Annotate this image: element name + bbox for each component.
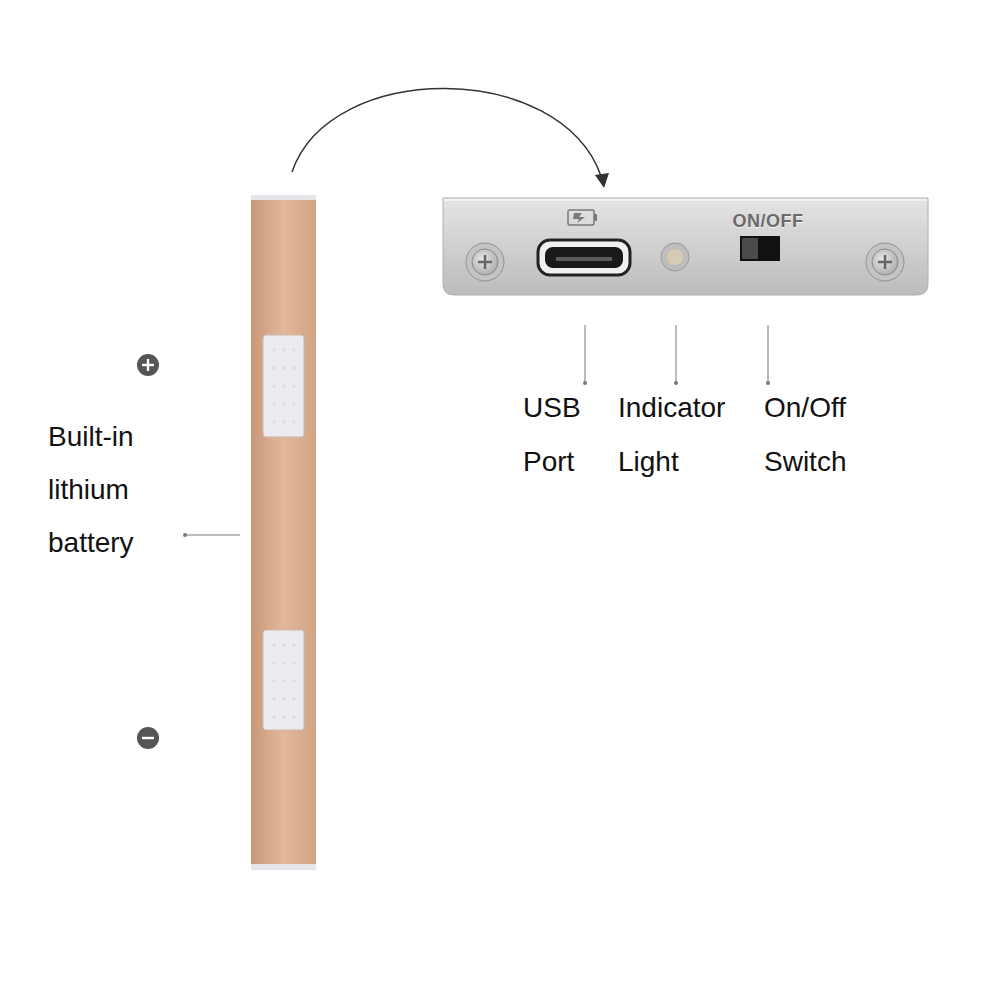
part-label: Indicator Light (618, 381, 758, 489)
part-label: USB Port (523, 381, 613, 489)
leader-dot (583, 381, 770, 385)
slide-switch (740, 236, 780, 261)
led-window (263, 335, 304, 437)
end-panel (443, 198, 928, 295)
panel-marking: ON/OFF (733, 210, 804, 232)
led-window (263, 630, 304, 730)
leader-line (585, 325, 768, 383)
charge-icon (568, 210, 597, 225)
curved-arrow (292, 88, 609, 188)
indicator-light (661, 243, 689, 271)
part-label: On/Off Switch (764, 381, 889, 489)
screw (866, 243, 904, 281)
plus-symbol (137, 354, 159, 376)
leader-line (183, 533, 240, 537)
part-label: Built-in lithium battery (48, 410, 178, 569)
screw (466, 243, 504, 281)
usb-port (538, 240, 630, 275)
minus-symbol (137, 727, 159, 749)
bar-light (251, 195, 316, 870)
